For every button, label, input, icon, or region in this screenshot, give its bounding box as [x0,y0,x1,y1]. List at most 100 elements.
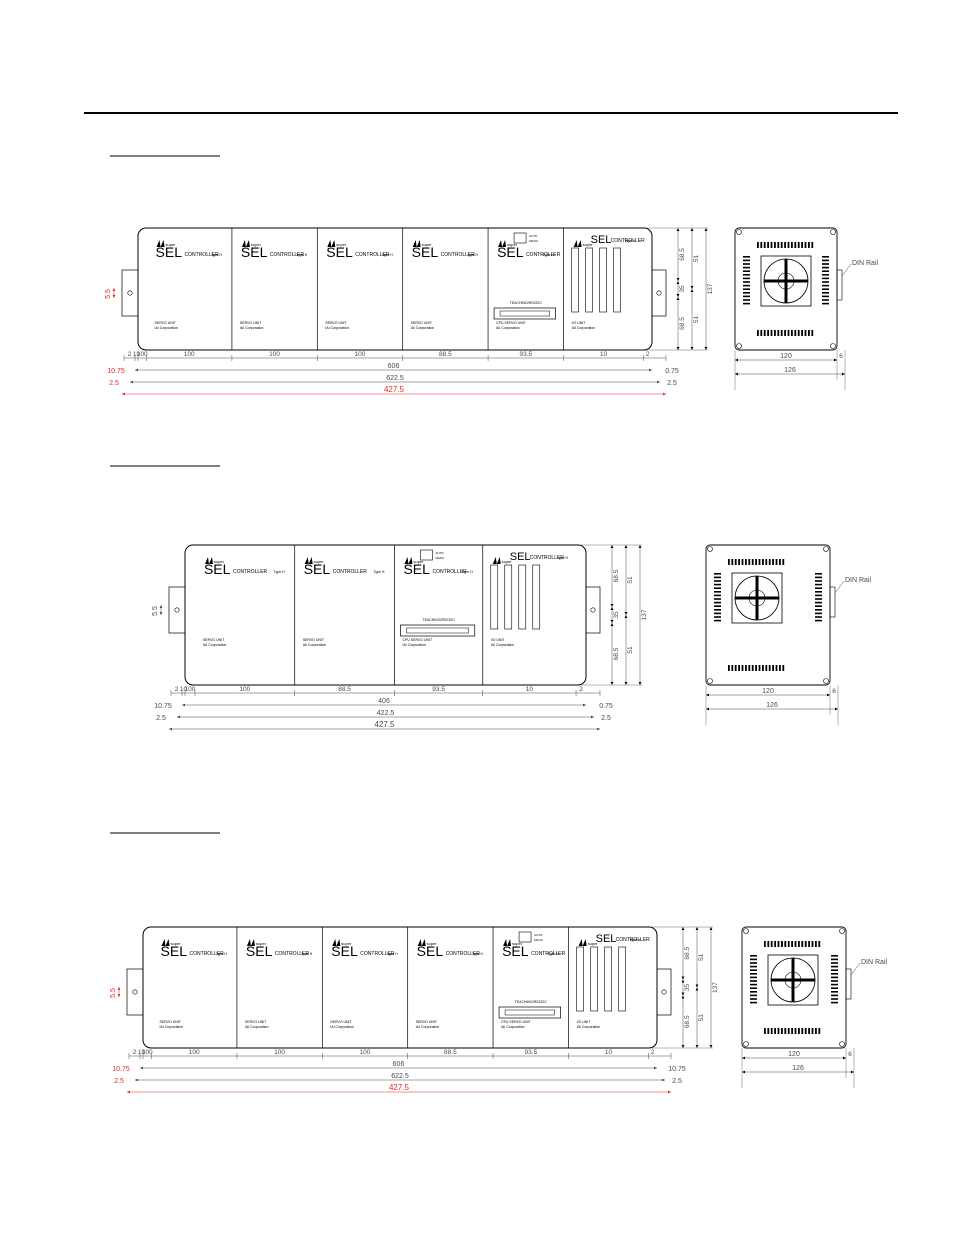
vent-slot [743,302,750,305]
vent-slot [750,998,757,1000]
module-width-label: 100 [142,1049,153,1056]
vent-slot [763,330,766,336]
mode-switch [518,931,532,943]
vent-slot [751,559,754,565]
module-width-label: 2 [646,351,650,358]
maker-label: super [427,941,438,946]
vent-slot [811,941,814,947]
vent-slot [815,941,817,947]
vent-slot [801,330,803,336]
controller-label: CONTROLLER [531,951,566,957]
vent-slot [780,330,783,336]
dimension-label: 10.75 [668,1066,686,1073]
dimension-arrow [735,372,738,376]
maker-logo-icon [250,939,255,946]
vent-slot [804,242,807,248]
vent-slot [815,609,822,611]
dimension-arrow [834,358,837,362]
vent-slot [815,605,822,607]
brand-label: SEL [304,561,331,577]
dimension-label: 622.5 [391,1073,409,1080]
dimension-arrow [130,380,133,384]
mode-switch [420,549,433,561]
dimension-arrow [676,228,680,231]
switch-label: AUTO [534,933,543,937]
dimension-label: 606 [393,1061,405,1068]
module-footer-label: IAI Corporation [411,326,435,330]
io-slot [571,247,579,313]
vent-slot [808,941,810,947]
type-label: Type H [629,938,641,942]
din-rail-clip [836,269,843,301]
vent-slot [804,330,807,336]
dimension-label: 6 [848,1051,852,1058]
vent-slot [758,665,761,671]
vent-slot [811,1028,814,1034]
type-label: Type H [462,570,474,574]
vent-slot [743,259,750,262]
module-width-label: 100 [185,686,196,693]
vent-slot [784,330,786,336]
type-label: Type H [382,253,394,257]
vent-slot [822,292,829,294]
vent-slot [831,965,838,968]
vent-slot [757,242,759,248]
vent-slot [750,983,757,986]
vent-slot [822,266,829,269]
module-footer-label: SERVO UNIT [245,1020,267,1024]
screw-icon [743,928,749,934]
vent-slot [791,941,793,947]
dimension-arrow [624,612,628,615]
vent-slot [808,242,810,248]
dimension-label: 35 [613,611,620,619]
mounting-hole-right [590,607,596,613]
vent-slot [801,1028,804,1034]
dimension-arrow [117,987,121,990]
dimension-label: 137 [712,982,719,993]
dimension-arrow [610,607,614,610]
dimension-label: 10.75 [107,368,125,375]
type-label: Type H [301,952,313,956]
maker-logo-icon [421,939,426,946]
dimension-arrow [597,727,600,731]
dimension-arrow [742,1056,745,1060]
brand-label: SEL [412,244,439,260]
module-width-label: 2 [651,1049,655,1056]
vent-slot [831,958,838,961]
vent-slot [714,576,721,579]
type-label: Type H [467,253,479,257]
module-width-label: 2 [128,351,132,358]
io-slot [576,946,584,1012]
vent-slot [818,1028,821,1034]
dimension-arrow [177,715,180,719]
vent-slot [822,277,829,280]
switch-label: AUTO [435,551,444,555]
type-label: Type H [373,570,385,574]
din-rail-label: DIN Rail [852,260,879,267]
module-footer-label: CPU SERVO UNIT [501,1020,532,1024]
vent-slot [801,941,804,947]
vent-slot [734,665,737,671]
maker-label: super [341,941,352,946]
maker-label: super [507,242,518,247]
maker-logo-icon [246,939,251,946]
module-width-label: 100 [184,351,195,358]
maker-logo-icon [208,557,213,564]
vent-slot [767,242,769,248]
dimension-label: 0.75 [599,703,613,710]
vent-slot [743,256,750,258]
vent-slot [738,665,740,671]
vent-slot [815,616,822,618]
vent-slot [714,594,721,597]
maker-label: super [583,242,594,247]
vent-slot [797,242,800,248]
